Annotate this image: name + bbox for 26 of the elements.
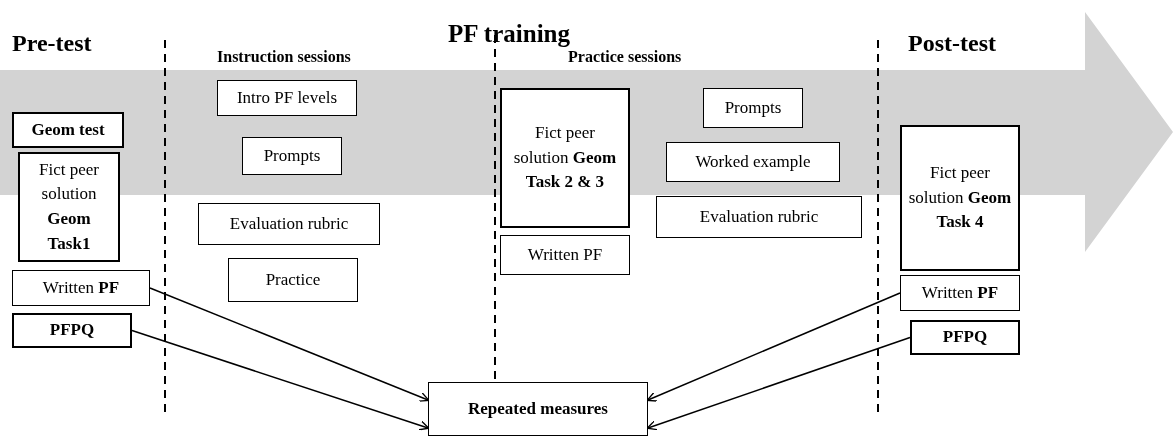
text-box: Practice — [228, 258, 358, 302]
section-heading: PF training — [448, 20, 570, 48]
text-box: Evaluation rubric — [656, 196, 862, 238]
text-box: Worked example — [666, 142, 840, 182]
text-box: Fict peer solution Geom Task 4 — [900, 125, 1020, 271]
text-box: Intro PF levels — [217, 80, 357, 116]
text-box: Prompts — [703, 88, 803, 128]
arrow — [646, 292, 901, 402]
section-heading: Post-test — [908, 30, 996, 57]
section-heading: Pre-test — [12, 30, 92, 57]
text-box: PFPQ — [12, 313, 132, 348]
section-heading: Instruction sessions — [217, 48, 351, 66]
text-box: Written PF — [500, 235, 630, 275]
arrow — [131, 329, 430, 431]
text-box: Fict peer solution Geom Task 2 & 3 — [500, 88, 630, 228]
section-heading: Practice sessions — [568, 48, 682, 66]
arrow — [646, 336, 911, 431]
text-box: Fict peer solution Geom Task1 — [18, 152, 120, 262]
arrow — [149, 287, 430, 402]
text-box: Evaluation rubric — [198, 203, 380, 245]
text-box: Repeated measures — [428, 382, 648, 436]
text-box: Prompts — [242, 137, 342, 175]
text-box: PFPQ — [910, 320, 1020, 355]
text-box: Geom test — [12, 112, 124, 148]
text-box: Written PF — [12, 270, 150, 306]
text-box: Written PF — [900, 275, 1020, 311]
